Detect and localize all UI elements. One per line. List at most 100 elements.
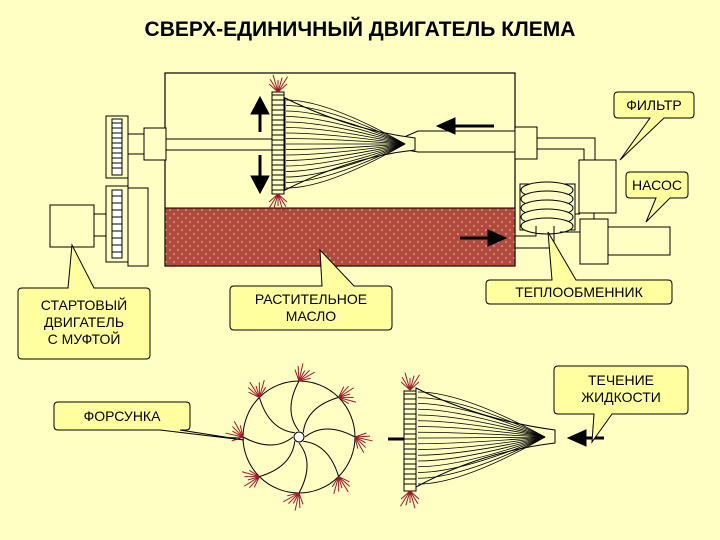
callout-heat-exchanger xyxy=(485,231,673,305)
cone-rib xyxy=(285,143,406,167)
spray-ray xyxy=(409,490,419,504)
spray-ray xyxy=(338,476,351,487)
wheel-vane xyxy=(303,440,340,477)
callout-oil xyxy=(229,248,393,331)
spray-ray xyxy=(354,436,367,448)
cone-rib xyxy=(417,436,546,473)
rotation-arrows xyxy=(250,95,270,195)
cone-rib xyxy=(417,436,546,450)
spray-ray xyxy=(241,471,260,478)
cone-rib xyxy=(285,143,406,150)
spray-ray xyxy=(400,490,411,507)
spray-ray xyxy=(243,476,260,487)
spray-ray xyxy=(248,469,260,478)
callout-starter xyxy=(17,243,151,360)
spray-lower-disc xyxy=(400,372,420,509)
spray-ray xyxy=(277,77,283,93)
label-oil: РАСТИТЕЛЬНОЕ МАСЛО xyxy=(254,291,368,324)
starter-motor xyxy=(49,204,107,248)
cone-rib xyxy=(285,143,406,183)
lower-turbine xyxy=(388,387,556,492)
page-title: СВЕРХ-ЕДИНИЧНЫЙ ДВИГАТЕЛЬ КЛЕМА xyxy=(144,18,576,41)
label-nozzle: ФОРСУНКА xyxy=(83,408,161,424)
pulley-assembly xyxy=(105,115,149,267)
wheel-vane xyxy=(304,428,356,438)
cone-rib xyxy=(285,121,406,145)
cone-rib xyxy=(285,143,406,156)
spray-ray xyxy=(338,396,350,405)
cone-rib xyxy=(285,143,406,172)
cone-rib xyxy=(285,138,406,145)
label-pump: НАСОС xyxy=(632,177,682,193)
spray-ray xyxy=(233,421,244,438)
cone-rib xyxy=(417,391,546,438)
spray-ray xyxy=(283,492,300,503)
nozzle-wheel xyxy=(242,380,356,494)
cone-rib xyxy=(417,436,546,462)
spray-ray xyxy=(277,193,288,203)
spray-ray xyxy=(401,377,411,391)
spray-ray xyxy=(409,375,415,391)
spray-ray xyxy=(277,193,284,212)
wheel-vane xyxy=(259,441,296,478)
spray-ray xyxy=(249,476,260,489)
spray-ray xyxy=(354,436,366,444)
spray-ray xyxy=(231,426,244,438)
filter-unit xyxy=(578,159,617,214)
callouts xyxy=(17,91,695,444)
callout-flow xyxy=(553,365,689,444)
spray-ray xyxy=(333,476,340,495)
spray-ray xyxy=(268,193,279,210)
cone-rib xyxy=(285,132,406,145)
spray-ray xyxy=(400,490,411,500)
spray-ray xyxy=(273,193,279,209)
wheel-vane xyxy=(302,396,339,433)
spray-ray xyxy=(338,385,349,398)
spray-wheel xyxy=(225,363,373,511)
spray-ray xyxy=(258,386,267,398)
cone-rib xyxy=(417,436,546,468)
spray-ray xyxy=(404,372,411,391)
label-starter: СТАРТОВЫЙ ДВИГАТЕЛЬ С МУФТОЙ xyxy=(40,297,128,347)
cone-rib xyxy=(285,99,406,145)
label-filter: ФИЛЬТР xyxy=(626,97,682,113)
cone-rib xyxy=(285,110,406,145)
spray-ray xyxy=(409,374,420,391)
spray-ray xyxy=(409,490,420,500)
spray-ray xyxy=(338,393,351,398)
oil-reservoir xyxy=(164,207,516,267)
spray-ray xyxy=(239,425,244,438)
spray-ray xyxy=(298,371,315,382)
spray-ray xyxy=(272,74,279,93)
pump-unit xyxy=(579,213,671,265)
cone-rib xyxy=(417,420,546,438)
cone-rib xyxy=(285,143,406,189)
callout-nozzle xyxy=(53,401,245,441)
cone-rib xyxy=(417,414,546,438)
cone-rib xyxy=(285,105,406,145)
spray-ray xyxy=(298,363,304,382)
wheel-vane xyxy=(242,436,294,446)
callout-filter xyxy=(613,91,695,161)
spray-ray xyxy=(277,193,287,207)
spray-ray xyxy=(298,377,311,382)
flow-arrow-icon xyxy=(435,117,494,135)
spray-ray xyxy=(409,381,420,391)
spray-ray xyxy=(249,381,260,398)
spray-ray xyxy=(354,436,359,449)
spray-ray xyxy=(297,365,300,382)
callout-pump xyxy=(625,171,689,223)
label-flow: ТЕЧЕНИЕ ЖИДКОСТИ xyxy=(581,372,661,405)
spray-ray xyxy=(338,476,350,483)
spray-ray xyxy=(287,492,300,497)
spray-ray xyxy=(338,476,343,489)
spray-ray xyxy=(298,492,304,505)
spray-ray xyxy=(409,490,416,509)
cone-rib xyxy=(285,116,406,145)
spray-ray xyxy=(232,430,244,438)
spray-ray xyxy=(400,381,411,391)
cone-rib xyxy=(285,143,406,161)
spray-ray xyxy=(294,369,300,382)
